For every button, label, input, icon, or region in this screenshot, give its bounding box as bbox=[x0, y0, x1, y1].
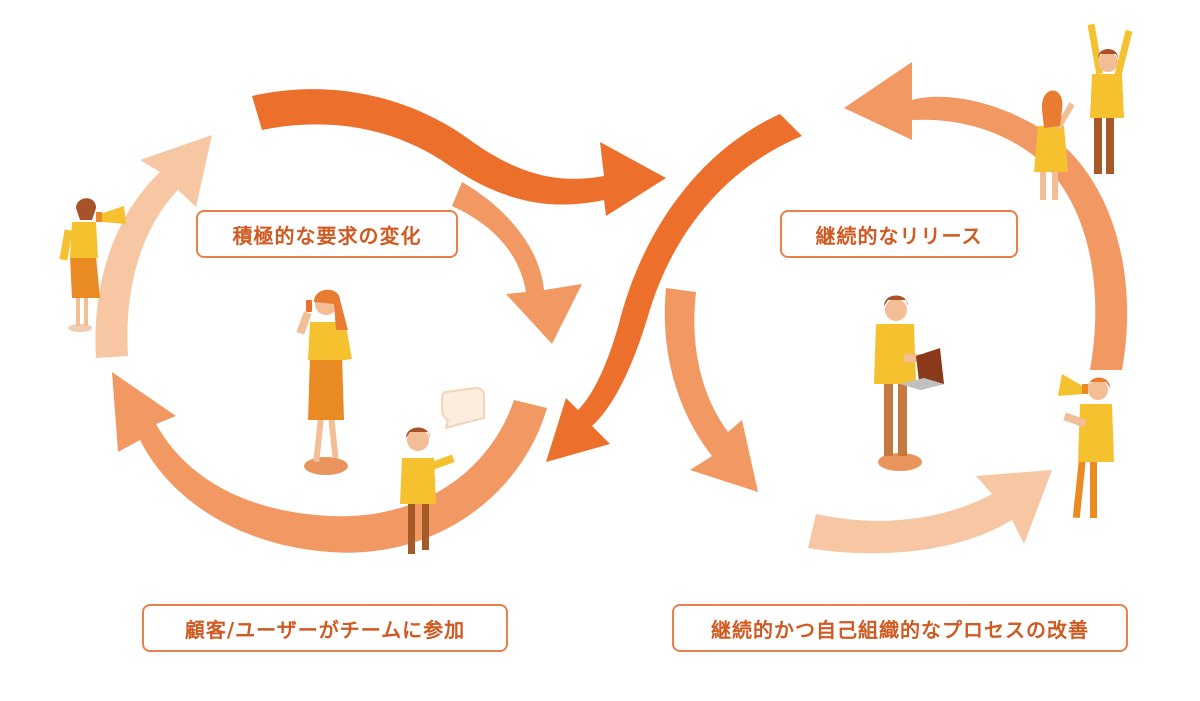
person-talking-bottom bbox=[400, 386, 485, 554]
left-cycle bbox=[95, 135, 582, 553]
label-active-requirement-changes: 積極的な要求の変化 bbox=[196, 210, 458, 258]
bottom-crossing-arrow bbox=[546, 114, 802, 462]
left-cycle-light-arrow bbox=[95, 135, 212, 358]
person-laptop-center bbox=[874, 295, 944, 471]
left-cycle-bottom-arrow bbox=[112, 372, 547, 553]
right-cycle-bottom-arrow bbox=[808, 470, 1052, 554]
right-cycle-left-arrow bbox=[664, 288, 758, 492]
person-megaphone-right bbox=[1058, 374, 1114, 519]
person-celebrating-woman bbox=[1034, 90, 1075, 200]
right-cycle-top-arrow bbox=[844, 62, 1128, 370]
infinity-crossing bbox=[252, 89, 802, 462]
laptop-icon bbox=[900, 348, 944, 390]
person-phone-center bbox=[296, 289, 352, 475]
person-megaphone-left bbox=[59, 198, 126, 332]
megaphone-icon bbox=[1058, 374, 1088, 396]
label-process-improvement: 継続的かつ自己組織的なプロセスの改善 bbox=[672, 604, 1128, 652]
left-cycle-right-arrow bbox=[452, 182, 582, 344]
right-cycle bbox=[664, 62, 1128, 554]
label-continuous-release: 継続的なリリース bbox=[780, 210, 1018, 258]
person-celebrating-man bbox=[1087, 23, 1133, 174]
phone-icon bbox=[306, 300, 312, 312]
top-crossing-arrow bbox=[252, 89, 666, 216]
megaphone-icon bbox=[96, 206, 126, 224]
speech-bubble-icon bbox=[441, 386, 485, 430]
label-customer-joins-team: 顧客/ユーザーがチームに参加 bbox=[142, 604, 508, 652]
